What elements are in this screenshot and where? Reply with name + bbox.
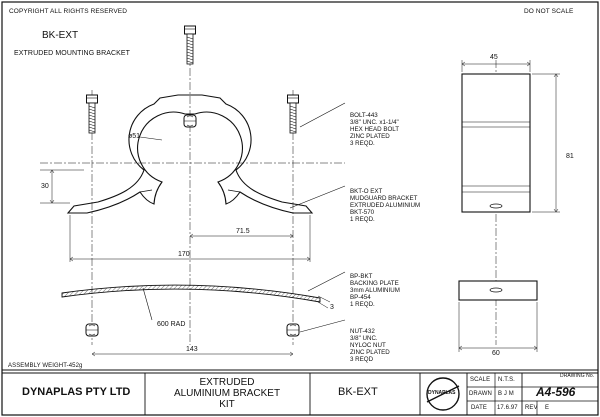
rev-value: E <box>545 405 550 411</box>
dim-side-height: 81 <box>566 153 574 160</box>
center-lines <box>40 40 497 345</box>
bracket-profile <box>66 94 314 214</box>
part-code-label: BK-EXT <box>42 30 79 41</box>
drawn-label: DRAWN <box>469 391 492 397</box>
dynaplas-logo-icon <box>426 377 460 411</box>
plate-end-view <box>458 280 538 301</box>
nut-bracket-top <box>183 114 197 128</box>
dim-width-170: 170 <box>178 251 190 258</box>
date-label: DATE <box>471 405 487 411</box>
dim-side-width: 45 <box>490 54 498 61</box>
assembly-weight: ASSEMBLY WEIGHT-452g <box>8 363 83 369</box>
logo-text: DYNAPLAS <box>428 390 456 396</box>
dim-height-30: 30 <box>41 183 49 190</box>
copyright-notice: COPYRIGHT ALL RIGHTS RESERVED <box>9 8 128 15</box>
scale-value: N.T.S. <box>498 377 515 383</box>
company-name: DYNAPLAS PTY LTD <box>22 386 131 398</box>
dim-spacing-143: 143 <box>186 346 198 353</box>
dim-offset-71-5: 71.5 <box>236 228 250 235</box>
part-name-label: EXTRUDED MOUNTING BRACKET <box>14 50 131 57</box>
drawn-value: B J M <box>498 391 514 397</box>
nut-bottom-left <box>85 323 99 337</box>
drawing-number: A4-596 <box>536 385 576 399</box>
bolt-right <box>287 94 299 134</box>
scale-label: SCALE <box>470 377 491 383</box>
title-block-lines <box>1 369 599 416</box>
rev-label: REV <box>525 405 538 411</box>
bolt-left <box>86 94 98 134</box>
backing-plate <box>61 284 321 303</box>
dim-plate-width: 60 <box>492 350 500 357</box>
callout-leaders <box>289 102 346 333</box>
drawing-no-label: DRAWING No. <box>560 373 595 379</box>
date-value: 17.6.97 <box>497 405 518 411</box>
side-view <box>461 73 531 213</box>
nut-bottom-right <box>286 323 300 337</box>
dim-radius: 600 RAD <box>157 321 186 328</box>
bolt-top <box>184 25 196 65</box>
title-part-code: BK-EXT <box>338 386 378 398</box>
do-not-scale-note: DO NOT SCALE <box>524 8 574 15</box>
dim-plate-thickness: 3 <box>330 304 334 311</box>
dim-bore: ø51 <box>128 133 141 140</box>
